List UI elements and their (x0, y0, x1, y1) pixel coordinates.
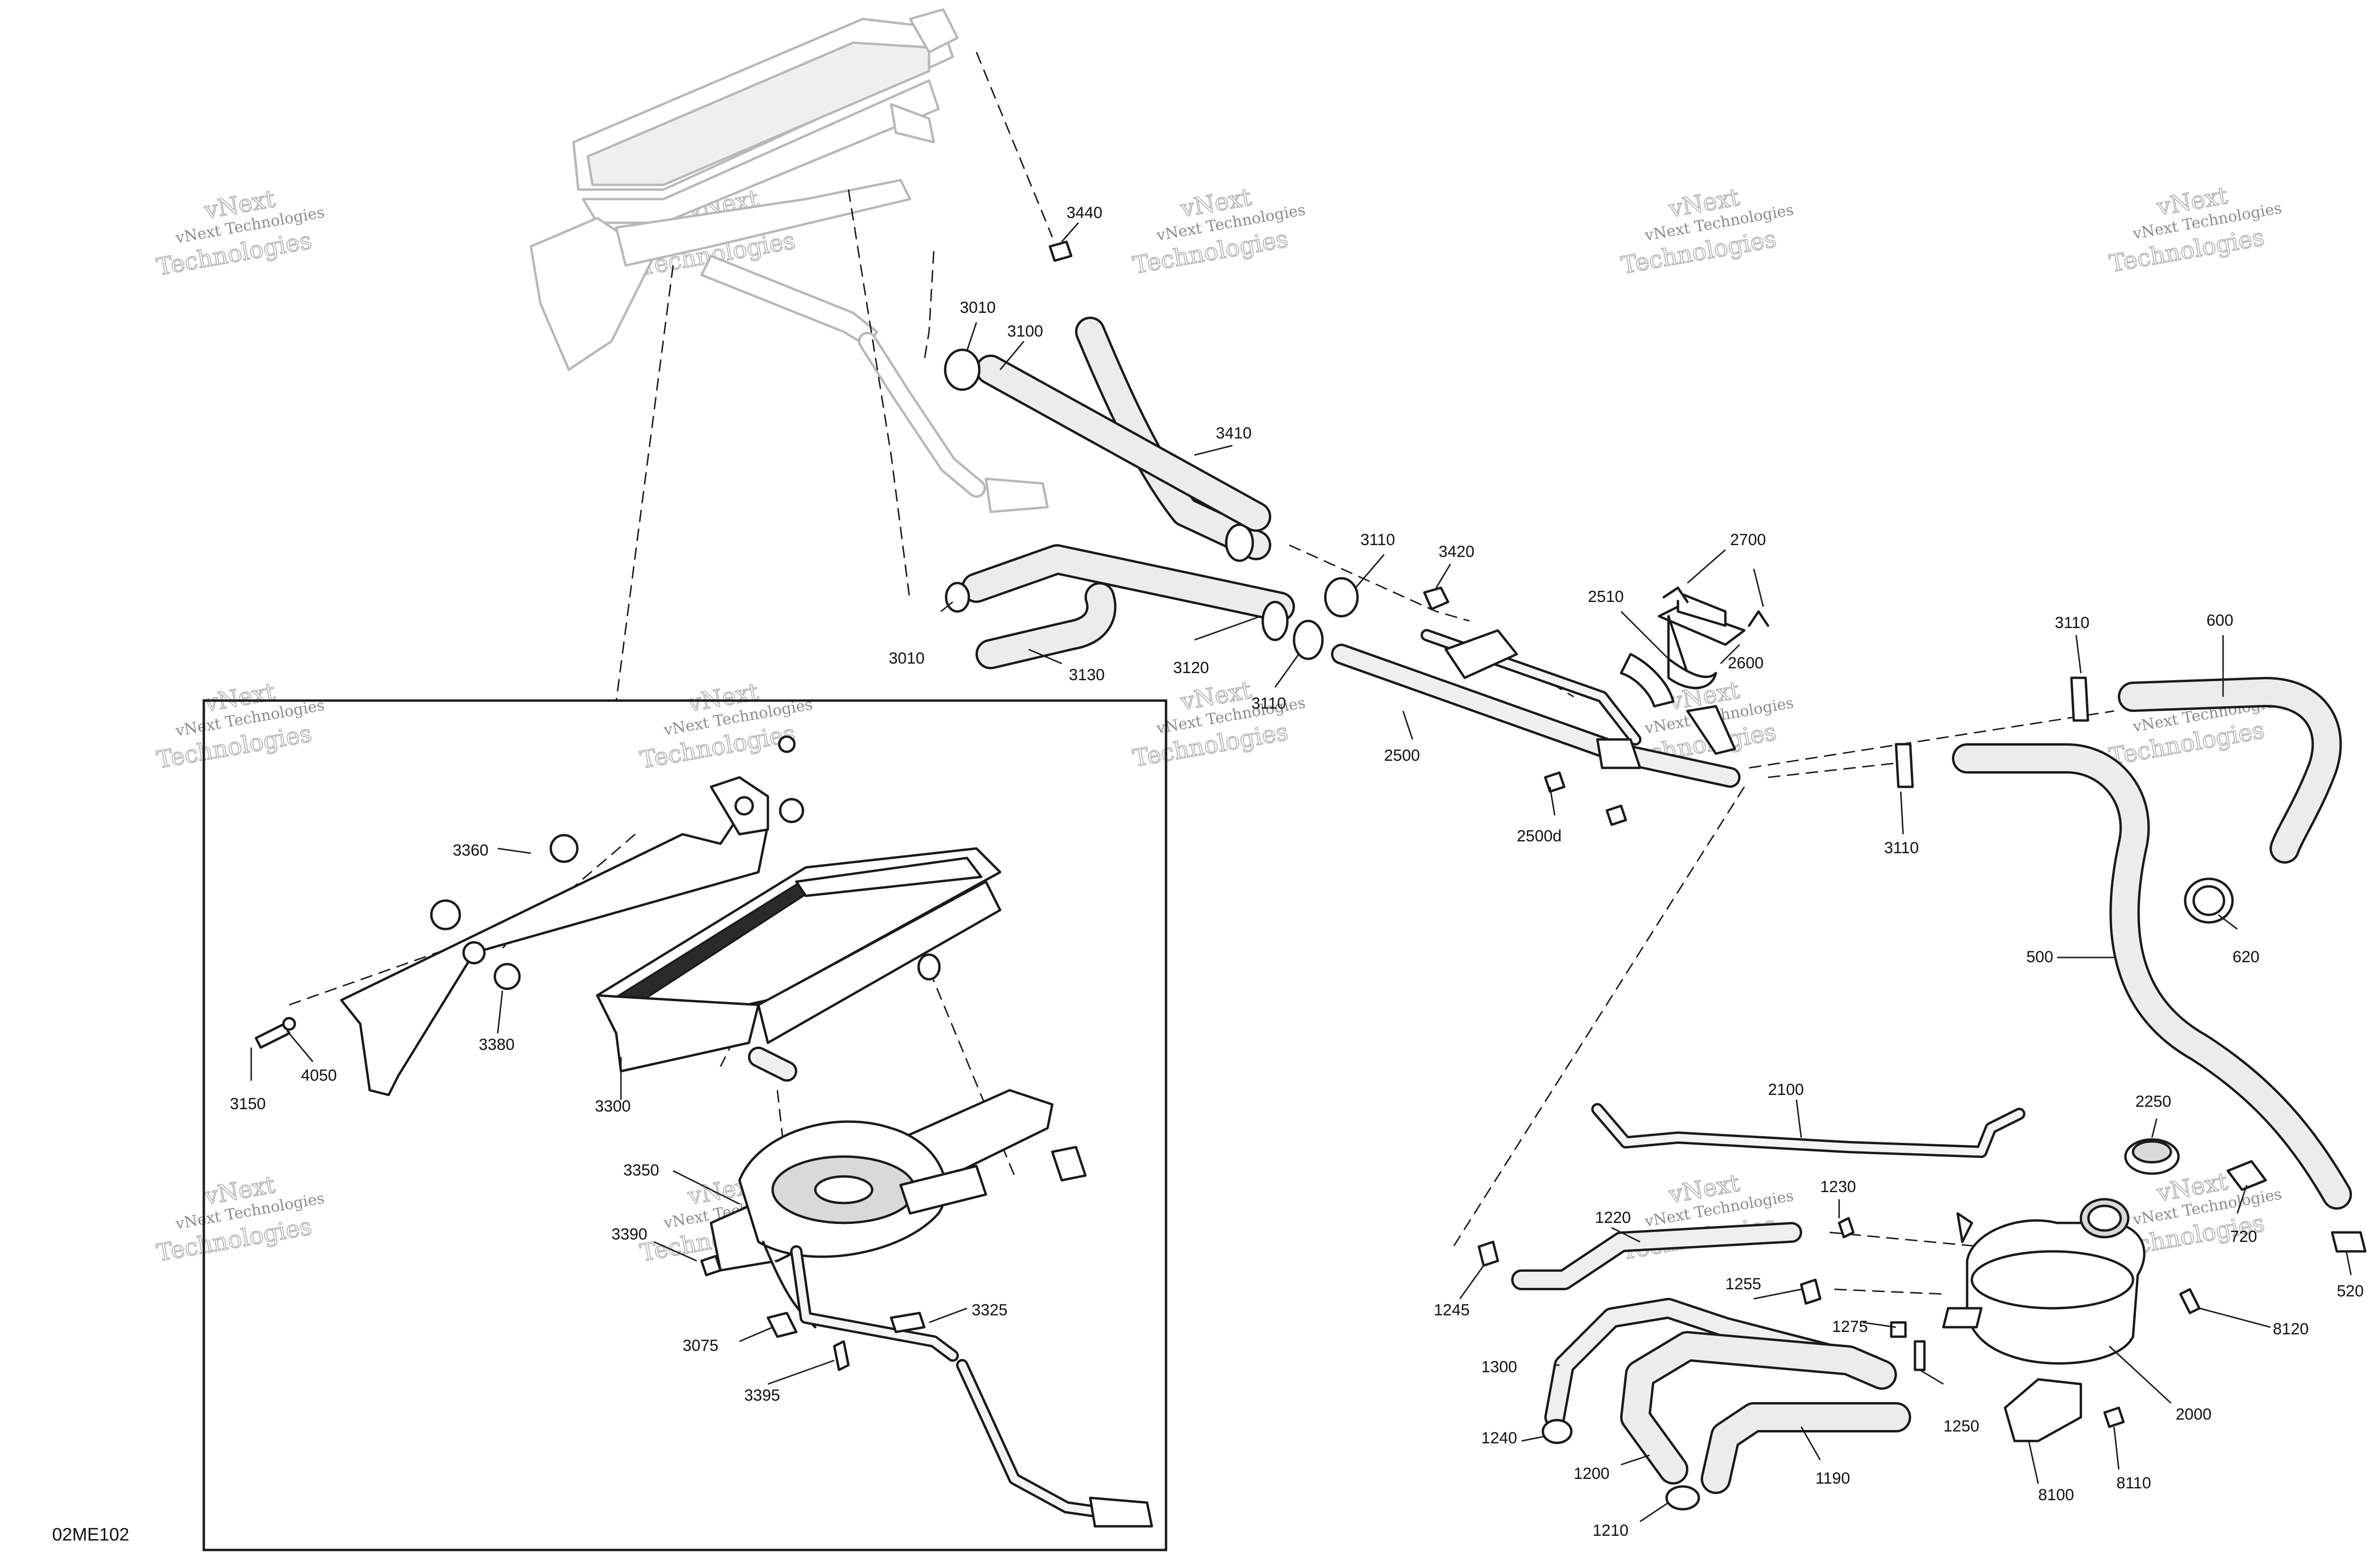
callout: 3325 (972, 1301, 1008, 1319)
callout: 1190 (1815, 1469, 1850, 1487)
callout: 3395 (744, 1386, 780, 1404)
watermark: vNext Technologies vNext Technologies (638, 677, 814, 774)
hoses-500-600 (1952, 677, 2352, 1210)
callout: 8100 (2038, 1486, 2074, 1504)
callout: 1245 (1434, 1301, 1470, 1319)
callout: 2250 (2135, 1093, 2171, 1111)
callout: 3150 (230, 1095, 266, 1113)
callout: 3075 (683, 1337, 719, 1355)
inset-radiator-assembly (340, 776, 1153, 1528)
clamp-3010-lower (945, 582, 970, 613)
nut-3390 (700, 1255, 722, 1276)
watermark: vNext Technologies vNext Technologies (1130, 676, 1307, 773)
callout: 1230 (1820, 1178, 1856, 1196)
bolt-inset-top (778, 735, 796, 753)
callout: 3420 (1439, 543, 1475, 561)
ghost-radiator-assembly (529, 8, 1049, 513)
callout: 3300 (595, 1097, 631, 1115)
watermark: vNext Technologies vNext Technologies (1619, 183, 1795, 280)
diagram-code: 02ME102 (52, 1525, 129, 1545)
callout: 3380 (479, 1036, 515, 1054)
callout: 1275 (1832, 1318, 1868, 1336)
clip-3325 (890, 1312, 926, 1333)
callout: 2100 (1768, 1081, 1804, 1099)
callout: 1210 (1593, 1522, 1629, 1540)
watermark-group: vNext Technologies vNext Technologies vN… (154, 181, 2283, 1267)
callout: 3410 (1216, 424, 1252, 442)
callout: 3110 (1360, 531, 1395, 549)
callout: 520 (2337, 1282, 2364, 1300)
watermark: vNext Technologies vNext Technologies (154, 677, 326, 774)
bolt-2700a (1662, 586, 1689, 603)
reservoir-group (1477, 1103, 2367, 1511)
callout: 2000 (2176, 1405, 2212, 1423)
callout: 3110 (2055, 614, 2089, 632)
leader-lines (250, 222, 2352, 1522)
bracket-2600 (1677, 591, 1727, 627)
callout: 3100 (1007, 322, 1043, 340)
callout: 2500d (1517, 827, 1562, 845)
clip-3440 (1048, 240, 1073, 262)
callout: 1220 (1595, 1209, 1631, 1227)
callout: 720 (2230, 1228, 2257, 1246)
callout: 3110 (1884, 839, 1919, 857)
clamp-3110-d (1895, 743, 1914, 788)
detail-inset-frame (202, 699, 1167, 1551)
callout: 1200 (1574, 1465, 1610, 1483)
callout: 600 (2206, 611, 2233, 629)
watermark: vNext Technologies vNext Technologies (154, 1170, 326, 1267)
clip-2510 (1667, 657, 1717, 689)
callout: 1300 (1481, 1358, 1517, 1376)
callout: 3440 (1066, 204, 1103, 222)
y-pipe-2500 (1331, 605, 1746, 788)
callout: 4050 (301, 1067, 337, 1085)
clip-3420 (1423, 586, 1449, 611)
callout: 3130 (1069, 666, 1105, 684)
callout: 2700 (1730, 531, 1766, 549)
callout: 3120 (1173, 659, 1209, 677)
callout: 3390 (611, 1225, 647, 1243)
clamp-3110-a (1324, 577, 1359, 618)
callout-labels: 3440 3010 3100 3410 3110 3420 2700 2510 … (230, 204, 2364, 1540)
callout: 3350 (623, 1161, 659, 1179)
bushing-3380 (493, 963, 521, 990)
clip-3075 (766, 1312, 798, 1338)
clamp-3110-c (2070, 676, 2089, 722)
callout: 3010 (960, 299, 996, 317)
watermark: vNext Technologies vNext Technologies (2106, 181, 2283, 278)
callout: 2510 (1588, 588, 1624, 606)
callout: 8120 (2273, 1320, 2309, 1338)
clamp-3010-upper (944, 348, 981, 391)
clip-2500d-b (1605, 804, 1627, 826)
hardware (255, 240, 2089, 1371)
callout: 500 (2026, 948, 2053, 966)
watermark: vNext Technologies vNext Technologies (154, 184, 326, 281)
callout: 1250 (1943, 1417, 1979, 1435)
watermark: vNext Technologies vNext Technologies (1130, 183, 1307, 280)
callout: 1240 (1481, 1429, 1517, 1447)
callout: 2600 (1728, 654, 1764, 672)
callout: 2500 (1384, 747, 1420, 765)
clamp-3110-b (1293, 620, 1324, 660)
clip-2500d-a (1544, 771, 1566, 793)
bolt-3395 (833, 1340, 850, 1371)
callout: 3110 (1251, 694, 1286, 712)
bolt-2700b (1748, 610, 1769, 627)
callout: 3360 (453, 841, 489, 859)
callout: 8110 (2116, 1474, 2151, 1492)
washer-inset (779, 798, 804, 823)
callout: 1255 (1725, 1275, 1761, 1293)
upper-hoses (961, 317, 1295, 669)
callout: 620 (2233, 948, 2260, 966)
washer-4050 (282, 1017, 296, 1031)
callout: 3010 (889, 649, 925, 667)
